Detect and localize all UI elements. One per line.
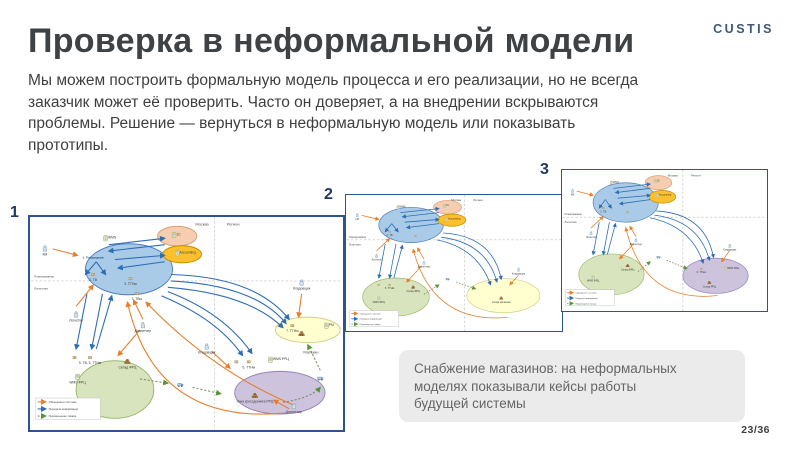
svg-text:КМ: КМ — [356, 218, 360, 221]
svg-text:5. ТТНм: 5. ТТНм — [385, 287, 395, 290]
svg-text:Планирование: Планирование — [565, 212, 583, 216]
diagram-number-1: 1 — [10, 204, 19, 221]
svg-text:Логистика: Логистика — [349, 242, 361, 246]
svg-text:Кладовщик: Кладовщик — [293, 287, 311, 291]
diagram-number-3: 3 — [540, 161, 549, 178]
svg-text:Регион: Регион — [691, 173, 701, 177]
svg-text:Москва: Москва — [451, 198, 461, 202]
svg-text:Диспетчер: Диспетчер — [286, 410, 302, 414]
svg-text:WMS ФРЦ: WMS ФРЦ — [69, 380, 86, 384]
svg-text:Перемещение товара: Перемещение товара — [575, 303, 597, 305]
svg-text:РМ: РМ — [329, 323, 334, 327]
svg-text:Перемещение товара: Перемещение товара — [360, 324, 382, 326]
svg-text:КМ: КМ — [43, 252, 48, 256]
svg-text:WMS: WMS — [400, 205, 406, 208]
svg-text:6. ТТНм: 6. ТТНм — [697, 271, 707, 274]
page-number: 23/36 — [741, 424, 770, 436]
svg-text:Склад ФРЦ: Склад ФРЦ — [621, 268, 634, 271]
callout-note: Снабжение магазинов: на неформальных мод… — [399, 350, 745, 422]
svg-text:Регион: Регион — [227, 222, 240, 227]
svg-text:WMS РРЦ: WMS РРЦ — [727, 267, 739, 270]
svg-text:Планирование: Планирование — [34, 275, 54, 279]
svg-text:Регион: Регион — [473, 198, 483, 202]
svg-text:Логистик: Логистик — [69, 318, 83, 322]
svg-text:Передача информации: Передача информации — [49, 407, 79, 411]
svg-text:Москва: Москва — [195, 222, 209, 227]
svg-text:Логистика: Логистика — [34, 286, 48, 290]
svg-text:Диспетчер: Диспетчер — [418, 265, 431, 268]
svg-text:WMS ФРЦ: WMS ФРЦ — [373, 301, 385, 304]
svg-text:Кладовщик: Кладовщик — [512, 272, 526, 275]
svg-text:6. ТТНм: 6. ТТНм — [242, 365, 255, 369]
custis-logo: CUSTIS — [713, 22, 774, 36]
diagram-number-2: 2 — [324, 186, 333, 203]
svg-text:Обращения к системе: Обращения к системе — [360, 313, 382, 315]
svg-text:Магазин: Магазин — [303, 349, 318, 354]
svg-text:Кладовщик: Кладовщик — [723, 249, 737, 252]
svg-text:Москва: Москва — [668, 173, 678, 177]
svg-text:WMS ФРЦ: WMS ФРЦ — [587, 280, 599, 283]
svg-text:Обращения к системе: Обращения к системе — [575, 293, 597, 295]
svg-text:1С: 1С — [657, 179, 660, 182]
svg-text:2. ТВ: 2. ТВ — [89, 278, 98, 282]
svg-text:1С: 1С — [176, 232, 181, 236]
svg-text:WMS: WMS — [613, 181, 619, 184]
svg-text:7. ТВм: 7. ТВм — [132, 297, 143, 301]
body-text: Мы можем построить формальную модель про… — [28, 72, 639, 154]
svg-text:Кладовщик: Кладовщик — [198, 350, 216, 354]
svg-text:Передача информации: Передача информации — [575, 297, 598, 300]
svg-text:1С: 1С — [446, 204, 449, 207]
svg-text:Склад ФРЦ: Склад ФРЦ — [119, 365, 137, 369]
svg-text:Диспетчер: Диспетчер — [630, 243, 643, 246]
svg-text:Диспетчер: Диспетчер — [135, 329, 151, 333]
svg-text:Склад магазина: Склад магазина — [492, 301, 511, 304]
svg-text:Склад ФРЦ: Склад ФРЦ — [407, 290, 420, 293]
svg-text:Планирование: Планирование — [349, 235, 367, 239]
svg-text:2. ТВ: 2. ТВ — [387, 234, 393, 237]
svg-text:Логистик: Логистик — [372, 259, 383, 262]
svg-text:Логистик: Логистик — [586, 236, 597, 239]
svg-text:3. ТТНм: 3. ТТНм — [124, 282, 137, 286]
svg-text:5. ТВ, 5. ТТНм: 5. ТВ, 5. ТТНм — [79, 361, 102, 365]
svg-text:Передача информации: Передача информации — [360, 318, 382, 321]
svg-text:2. ТВ: 2. ТВ — [600, 211, 606, 214]
slide-title: Проверка в неформальной модели — [28, 22, 635, 60]
svg-text:Accounting: Accounting — [180, 251, 197, 255]
svg-text:Зона кроссдокинга РРЦ: Зона кроссдокинга РРЦ — [237, 399, 274, 403]
svg-text:7. ТТНм: 7. ТТНм — [286, 329, 299, 333]
svg-text:Перемещение товара: Перемещение товара — [49, 414, 77, 418]
svg-text:Accounting: Accounting — [659, 194, 672, 197]
svg-text:Обращения к системе: Обращения к системе — [49, 400, 78, 404]
svg-text:Логистика: Логистика — [565, 220, 577, 224]
svg-text:Склад РРЦ: Склад РРЦ — [703, 285, 716, 288]
svg-text:WMS: WMS — [108, 236, 117, 240]
svg-text:1. Товародвиж: 1. Товародвиж — [83, 256, 105, 260]
svg-text:WMS РРЦ: WMS РРЦ — [273, 357, 289, 361]
svg-text:Accounting: Accounting — [448, 218, 461, 221]
svg-text:КМ: КМ — [571, 194, 575, 197]
